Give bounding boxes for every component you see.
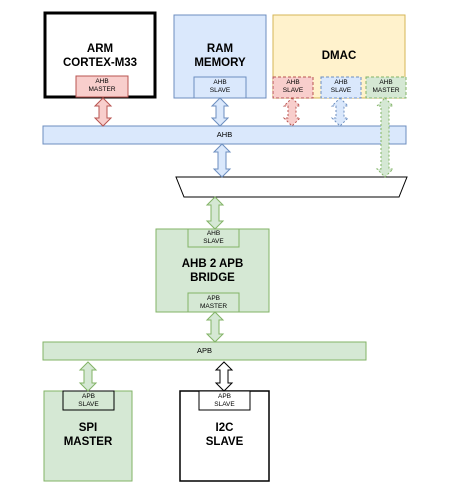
arm-title-line2: CORTEX-M33 (62, 57, 138, 69)
i2c-title-line1: I2C (215, 422, 234, 434)
spi-title: SPI MASTER (44, 421, 132, 449)
ram-port-line2: SLAVE (209, 87, 231, 94)
dmac-port1-line1: AHB (286, 79, 300, 86)
dmac-ahb-slave-port-1[interactable] (272, 76, 314, 99)
bridge-top-port-label: AHB SLAVE (188, 230, 239, 246)
i2c-port-label: APB SLAVE (199, 393, 250, 409)
arm-title-line1: ARM (86, 43, 114, 55)
bridge-title-line2: BRIDGE (190, 272, 235, 284)
i2c-title: I2C SLAVE (180, 421, 269, 449)
ram-title: RAM MEMORY (174, 42, 266, 70)
spi-port-line1: APB (81, 393, 95, 400)
spi-port-label: APB SLAVE (63, 393, 114, 409)
dmac-slave1-ahb-arrow (282, 97, 302, 127)
i2c-title-line2: SLAVE (205, 436, 244, 448)
dmac-port1-label: AHB SLAVE (273, 79, 313, 95)
arm-port-label: AHB MASTER (76, 78, 128, 94)
bridge-top-port-line2: SLAVE (203, 238, 224, 245)
ram-ahb-arrow (210, 97, 230, 127)
bridge-apb-arrow (205, 311, 225, 343)
bridge-bottom-port-line2: MASTER (199, 303, 228, 310)
apb-i2c-arrow (214, 361, 234, 392)
dmac-title: DMAC (321, 50, 357, 62)
ram-port-label: AHB SLAVE (194, 79, 246, 95)
i2c-port-line1: APB (217, 393, 231, 400)
ram-port-line1: AHB (213, 79, 227, 86)
ahb-interconnect-mux[interactable] (175, 176, 408, 198)
dmac-ahb-master-port[interactable] (365, 76, 407, 99)
apb-spi-arrow (78, 361, 98, 392)
ahb-bus[interactable] (42, 125, 407, 145)
arm-ahb-arrow (93, 97, 113, 127)
arm-ahb-master-port[interactable] (75, 75, 129, 98)
spi-title-line1: SPI (78, 422, 98, 434)
dmac-master-mux-arrow (375, 97, 395, 178)
mux-bridge-arrow (205, 196, 225, 230)
bridge-ahb-slave-port[interactable] (187, 228, 240, 248)
apb-bus[interactable] (42, 341, 367, 361)
dmac-port1-line2: SLAVE (282, 87, 304, 94)
arm-port-line1: AHB (95, 78, 109, 85)
dmac-port3-line1: AHB (379, 79, 393, 86)
dmac-port2-line1: AHB (334, 79, 348, 86)
dmac-port2-line2: SLAVE (330, 87, 352, 94)
dmac-port3-label: AHB MASTER (366, 79, 406, 95)
spi-title-line2: MASTER (63, 436, 113, 448)
bridge-bottom-port-label: APB MASTER (188, 295, 239, 311)
arm-port-line2: MASTER (88, 86, 116, 93)
spi-port-line2: SLAVE (78, 401, 99, 408)
bridge-top-port-line1: AHB (206, 230, 221, 237)
bridge-title-line1: AHB 2 APB (181, 258, 244, 270)
i2c-port-line2: SLAVE (214, 401, 235, 408)
ram-title-line1: RAM (206, 43, 234, 55)
ahb-mux-arrow (212, 143, 232, 178)
dmac-ahb-slave-port-2[interactable] (320, 76, 362, 99)
bridge-title: AHB 2 APB BRIDGE (156, 257, 269, 285)
bridge-bottom-port-line1: APB (206, 295, 220, 302)
ahb-bus-label: AHB (216, 130, 233, 139)
arm-title: ARM CORTEX-M33 (45, 42, 155, 70)
ram-title-line2: MEMORY (194, 57, 246, 69)
dmac-port2-label: AHB SLAVE (321, 79, 361, 95)
dmac-port3-line2: MASTER (372, 87, 400, 94)
dmac-slave2-ahb-arrow (330, 97, 350, 127)
bridge-apb-master-port[interactable] (187, 292, 240, 313)
apb-bus-label: APB (196, 346, 212, 355)
